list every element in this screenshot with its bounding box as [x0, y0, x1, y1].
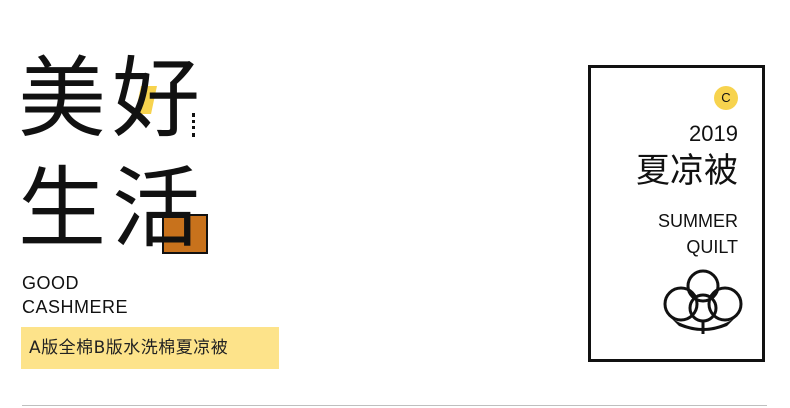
hero-char-mei: 美: [18, 47, 107, 150]
card-year: 2019: [689, 121, 738, 146]
hero-char-sheng: 生: [18, 157, 107, 260]
dotted-line-horizontal: [70, 240, 100, 246]
product-card: C 2019 夏凉被 SUMMER QUILT: [588, 65, 765, 362]
caption-line2: CASHMERE: [22, 297, 129, 317]
hero-char-huo: 活: [112, 157, 201, 260]
product-banner: A版全棉B版水洗棉夏凉被: [21, 327, 279, 369]
bottom-divider: [22, 405, 767, 406]
card-en-line2: QUILT: [686, 237, 738, 257]
card-title: 夏凉被: [636, 151, 738, 191]
dotted-line-vertical: [192, 113, 199, 137]
hero-char-hao: 好: [112, 47, 201, 150]
caption-line1: GOOD: [22, 273, 80, 293]
card-english-title: SUMMER QUILT: [658, 208, 738, 260]
cotton-icon: [663, 269, 743, 334]
caption: GOOD CASHMERE: [22, 271, 128, 319]
badge-c: C: [714, 86, 738, 110]
hero-title: 美 好 生 活: [0, 0, 240, 265]
card-en-line1: SUMMER: [658, 211, 738, 231]
brown-accent: [162, 214, 208, 254]
